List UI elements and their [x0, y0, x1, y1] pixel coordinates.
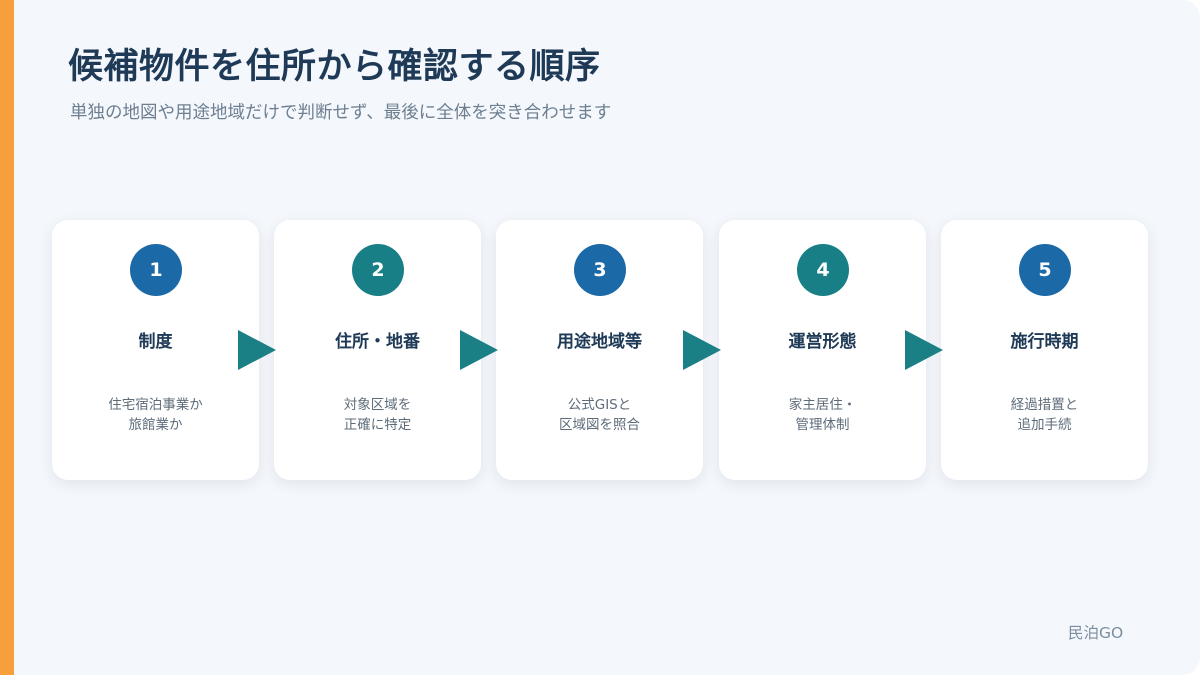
step-description-line: 追加手続 — [1017, 417, 1072, 433]
step-number-badge: 4 — [797, 244, 849, 296]
step-description-line: 区域図を照合 — [559, 417, 640, 433]
step-number-badge: 5 — [1019, 244, 1071, 296]
step-card-3: 3 用途地域等 公式GISと 区域図を照合 — [496, 220, 703, 480]
step-description: 家主居住・ 管理体制 — [719, 395, 926, 435]
step-label: 制度 — [138, 332, 173, 352]
step-description-line: 経過措置と — [1010, 397, 1079, 413]
step-description-line: 住宅宿泊事業か — [108, 397, 203, 413]
step-label: 施行時期 — [1010, 332, 1079, 352]
step-description: 経過措置と 追加手続 — [941, 395, 1148, 435]
step-description-line: 対象区域を — [343, 397, 412, 413]
triangle-right-icon — [238, 330, 276, 370]
step-number-badge: 2 — [352, 244, 404, 296]
step-label: 住所・地番 — [335, 332, 420, 352]
step-card-4: 4 運営形態 家主居住・ 管理体制 — [719, 220, 926, 480]
triangle-right-icon — [905, 330, 943, 370]
accent-bar — [0, 0, 14, 675]
triangle-right-icon — [460, 330, 498, 370]
brand-logo-text: 民泊GO — [1068, 624, 1124, 642]
step-number-badge: 3 — [574, 244, 626, 296]
page-title: 候補物件を住所から確認する順序 — [68, 47, 601, 87]
step-description-line: 家主居住・ — [788, 397, 857, 413]
step-number-badge: 1 — [130, 244, 182, 296]
triangle-right-icon — [683, 330, 721, 370]
step-description: 公式GISと 区域図を照合 — [496, 395, 703, 435]
step-label: 用途地域等 — [557, 332, 642, 352]
step-card-2: 2 住所・地番 対象区域を 正確に特定 — [274, 220, 481, 480]
step-description: 住宅宿泊事業か 旅館業か — [52, 395, 259, 435]
step-description-line: 公式GISと — [567, 397, 632, 413]
step-description-line: 管理体制 — [795, 417, 850, 433]
step-description: 対象区域を 正確に特定 — [274, 395, 481, 435]
step-description-line: 旅館業か — [128, 417, 183, 433]
step-card-1: 1 制度 住宅宿泊事業か 旅館業か — [52, 220, 259, 480]
step-description-line: 正確に特定 — [343, 417, 412, 433]
step-card-5: 5 施行時期 経過措置と 追加手続 — [941, 220, 1148, 480]
page-subtitle: 単独の地図や用途地域だけで判断せず、最後に全体を突き合わせます — [70, 103, 612, 123]
step-label: 運営形態 — [788, 332, 857, 352]
